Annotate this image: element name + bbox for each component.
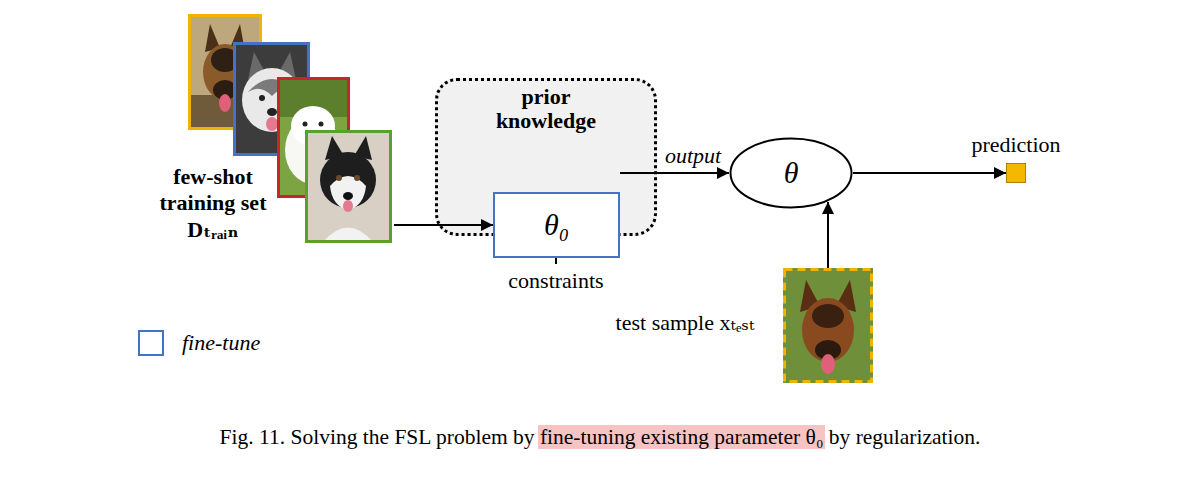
node-text: few-shot training set Dₜᵣₐᵢₙ: [138, 164, 288, 243]
figure-caption: Fig. 11. Solving the FSL problem by fine…: [0, 424, 1200, 452]
model-ellipse: θ: [729, 137, 853, 209]
parameter-box: θ₀: [493, 192, 620, 258]
node-text: prior knowledge: [438, 85, 654, 133]
flow-arrow: [827, 202, 829, 268]
constraint-label: constraints: [456, 268, 656, 294]
dog-photo: [305, 130, 392, 243]
training-set-group: few-shot training set Dₜᵣₐᵢₙ: [130, 14, 394, 259]
prior-knowledge-box: θ₀prior knowledge: [435, 78, 657, 236]
node-text: prediction: [971, 132, 1060, 158]
legend-entry: fine-tune: [138, 330, 260, 356]
edge-label: output: [665, 143, 721, 169]
legend-swatch: [138, 330, 164, 356]
node-text: θ₀: [544, 210, 569, 240]
dog-photo: [783, 268, 873, 383]
prediction-square: prediction: [1006, 163, 1026, 183]
node-text: θ: [784, 158, 799, 188]
flow-arrow: [853, 172, 1006, 174]
test-sample-group: test sample xₜₑₛₜ: [600, 268, 875, 385]
legend-text: fine-tune: [182, 330, 260, 356]
flow-arrow: [620, 172, 729, 174]
node-text: test sample xₜₑₛₜ: [610, 310, 760, 336]
flow-arrow: [394, 224, 493, 226]
